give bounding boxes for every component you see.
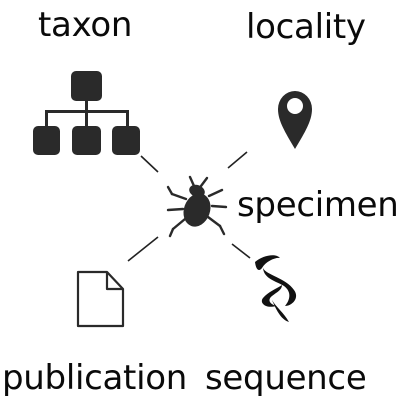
sequence-label: sequence [205, 358, 367, 398]
map-pin-icon [278, 91, 312, 149]
document-icon [76, 270, 125, 328]
connector-lines [127, 151, 251, 262]
connector-publication [127, 236, 159, 262]
bug-icon [166, 175, 228, 238]
taxon-label: taxon [38, 5, 133, 45]
connector-sequence [231, 243, 251, 259]
dna-helix-icon [255, 255, 297, 322]
hierarchy-icon [33, 71, 140, 155]
publication-label: publication [2, 358, 187, 398]
locality-label: locality [246, 7, 366, 47]
connector-locality [227, 151, 248, 169]
specimen-label: specimen [237, 185, 399, 225]
connector-taxon [140, 155, 159, 173]
